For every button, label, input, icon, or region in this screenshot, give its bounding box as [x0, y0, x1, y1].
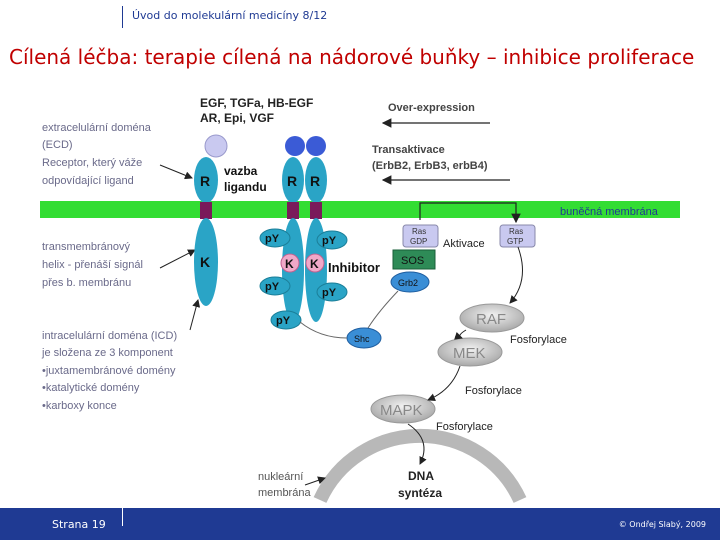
py-oval-3: [259, 276, 291, 296]
sos-box: [392, 249, 436, 270]
ligand-circle-dark-1: [285, 136, 305, 156]
mapk-label: MAPK: [380, 402, 423, 419]
ras-gtp-label-2: GTP: [507, 237, 523, 246]
page-number: Strana 19: [52, 518, 106, 531]
tm-pointer: [159, 249, 196, 269]
phospho-label-3: Fosforylace: [436, 421, 493, 433]
mapk-oval: [370, 394, 436, 424]
receptor-dimer-R-a: R: [287, 173, 297, 189]
ras-gtp-label-1: Ras: [509, 227, 523, 236]
header-text: Úvod do molekulární medicíny 8/12: [132, 9, 328, 22]
tm-label-3: přes b. membránu: [42, 277, 131, 289]
kinase-circle-b: [305, 253, 325, 273]
dna-label-1: DNA: [408, 469, 434, 483]
kinase-label-a: K: [285, 257, 294, 271]
nuclear-label-1: nukleární: [258, 471, 303, 483]
icd-label-5: •karboxy konce: [42, 400, 117, 412]
receptor-dimer-a-tm: [287, 202, 299, 219]
py-label-1: pY: [265, 233, 280, 245]
activation-label: Aktivace: [443, 238, 485, 250]
tm-label-2: helix - přenáší signál: [42, 259, 143, 271]
grb2-to-shc-link: [367, 290, 399, 329]
mek-to-mapk-arrow: [427, 365, 461, 401]
ras-gtp-box: [499, 224, 536, 248]
py-label-2: pY: [322, 235, 337, 247]
icd-label-3: •juxtamembránové domény: [42, 365, 176, 377]
receptor-left-K: K: [200, 254, 210, 270]
slide-title: Cílená léčba: terapie cílená na nádorové…: [9, 45, 695, 69]
nuclear-label-2: membrána: [258, 487, 311, 499]
nuclear-pointer: [304, 476, 326, 486]
transactivation-line-1: Transaktivace: [372, 144, 445, 156]
dna-label-2: syntéza: [398, 486, 442, 500]
kinase-circle-a: [280, 253, 300, 273]
transactivation-line-2: (ErbB2, ErbB3, erbB4): [372, 160, 488, 172]
mek-oval: [437, 337, 503, 367]
footer-bar: Strana 19 © Ondřej Slabý, 2009: [0, 508, 720, 540]
shc-label: Shc: [354, 334, 370, 344]
ras-gdp-label-1: Ras: [412, 227, 426, 236]
sos-label: SOS: [401, 255, 424, 267]
grb2-label: Grb2: [398, 278, 418, 288]
phospho-label-2: Fosforylace: [465, 385, 522, 397]
py-oval-4: [316, 282, 348, 302]
kinase-label-b: K: [310, 257, 319, 271]
ligand-circle-dark-2: [306, 136, 326, 156]
py-label-4: pY: [322, 287, 337, 299]
grb2-oval: [390, 271, 430, 293]
binding-label-2: ligandu: [224, 180, 267, 194]
egfr-signaling-diagram: buněčná membrána EGF, TGFa, HB-EGF AR, E…: [40, 96, 680, 503]
ecd-label-3: Receptor, který váže: [42, 157, 142, 169]
footer-divider: [122, 508, 123, 526]
ecd-label-1: extracelulární doména: [42, 122, 152, 134]
icd-label-2: je složena ze 3 komponent: [41, 347, 173, 359]
mek-label: MEK: [453, 345, 486, 362]
raf-oval: [459, 303, 525, 333]
ligand-line-2: AR, Epi, VGF: [200, 111, 274, 125]
ras-gdp-box: [402, 224, 439, 248]
py-label-3: pY: [265, 281, 280, 293]
copyright: © Ondřej Slabý, 2009: [618, 520, 706, 529]
ras-to-raf-arrow: [509, 246, 523, 304]
ras-gdp-label-2: GDP: [410, 237, 427, 246]
ecd-label-4: odpovídající ligand: [42, 175, 134, 187]
binding-label-1: vazba: [224, 164, 258, 178]
receptor-left-extracellular: [194, 157, 218, 203]
mapk-to-dna-arrow: [407, 423, 427, 465]
receptor-left-intracellular: [194, 218, 218, 306]
icd-label-4: •katalytické domény: [42, 382, 140, 394]
inhibitor-label: Inhibitor: [328, 260, 380, 275]
receptor-dimer-R-b: R: [310, 173, 320, 189]
ecd-pointer: [159, 164, 193, 180]
raf-to-mek-arrow: [454, 329, 467, 340]
receptor-dimer-b-tm: [310, 202, 322, 219]
raf-label: RAF: [476, 311, 506, 328]
phospho-label-1: Fosforylace: [510, 334, 567, 346]
ligand-circle-left: [204, 134, 228, 158]
ligand-line-1: EGF, TGFa, HB-EGF: [200, 96, 313, 110]
py-oval-2: [316, 230, 348, 250]
receptor-left-R: R: [200, 173, 210, 189]
receptor-dimer-a-extracellular: [282, 157, 304, 203]
icd-label-1: intracelulární doména (ICD): [42, 330, 177, 342]
membrane-label: buněčná membrána: [560, 206, 659, 218]
py-oval-5: [270, 310, 302, 330]
py-label-5: pY: [276, 315, 291, 327]
receptor-to-shc-link: [299, 321, 348, 339]
py-oval-1: [259, 228, 291, 248]
ecd-label-2: (ECD): [42, 139, 73, 151]
ras-activation-arrow: [419, 202, 521, 224]
receptor-dimer-b-extracellular: [305, 157, 327, 203]
overexpression-label: Over-expression: [388, 102, 475, 114]
icd-pointer: [189, 299, 201, 331]
tm-label-1: transmembránový: [42, 241, 131, 253]
receptor-left-tm: [200, 202, 212, 219]
header-divider: [122, 6, 123, 28]
